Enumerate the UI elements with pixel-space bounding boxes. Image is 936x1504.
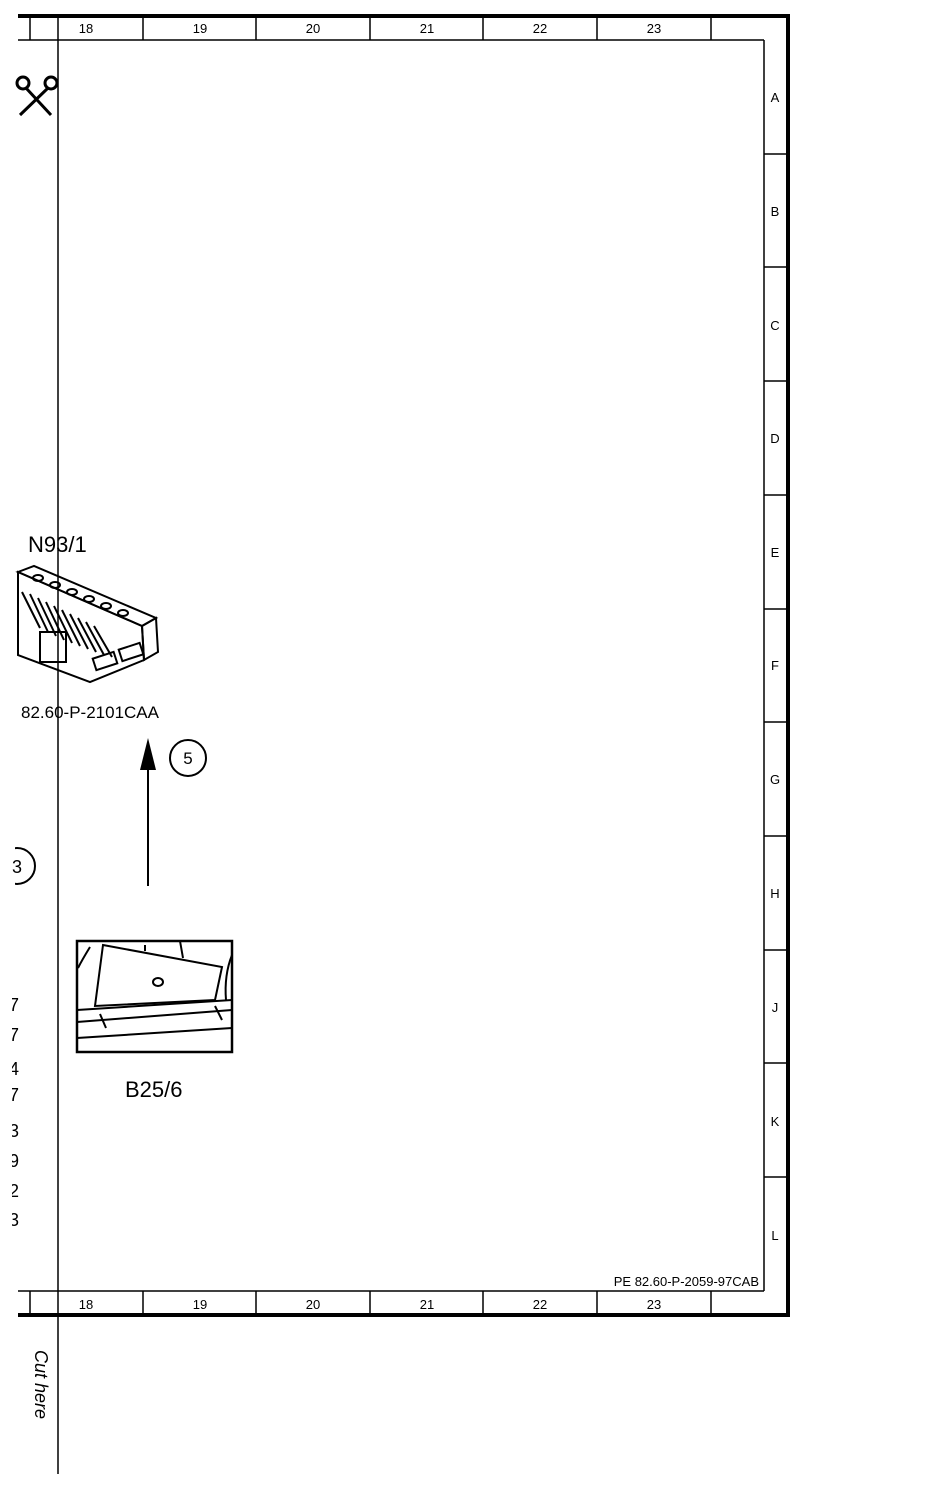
margin-digit: 3: [9, 1210, 19, 1230]
margin-digit: 7: [9, 1025, 19, 1045]
margin-digit: 9: [9, 1151, 19, 1171]
row-label: J: [772, 1000, 779, 1015]
sheet-reference: PE 82.60-P-2059-97CAB: [614, 1274, 759, 1289]
column-label: 22: [533, 21, 547, 36]
column-label: 18: [79, 1297, 93, 1312]
column-labels-bottom: 18 19 20 21 22 23: [79, 1297, 661, 1312]
sensor-image: [75, 939, 234, 1054]
row-label: C: [770, 318, 779, 333]
callout-number: 5: [183, 749, 192, 768]
column-labels-top: 18 19 20 21 22 23: [79, 21, 661, 36]
margin-mask: [0, 990, 12, 1235]
column-label: 22: [533, 1297, 547, 1312]
column-label: 19: [193, 1297, 207, 1312]
row-label: B: [771, 204, 780, 219]
row-label: H: [770, 886, 779, 901]
margin-digit: 7: [9, 1085, 19, 1105]
margin-digit: 4: [9, 1059, 19, 1079]
column-label: 19: [193, 21, 207, 36]
margin-digit: 7: [9, 995, 19, 1015]
row-label: D: [770, 431, 779, 446]
connector-icon: [15, 564, 160, 684]
column-label: 21: [420, 21, 434, 36]
connector-ref: 82.60-P-2101CAA: [21, 703, 160, 722]
row-label: L: [771, 1228, 778, 1243]
row-label: G: [770, 772, 780, 787]
row-label: E: [771, 545, 780, 560]
column-label: 18: [79, 21, 93, 36]
row-labels: A B C D E F G H J K L: [770, 90, 780, 1243]
margin-digit: 2: [9, 1181, 19, 1201]
sensor-label: B25/6: [125, 1077, 183, 1102]
callout-badge: 5: [169, 739, 207, 777]
scissors-icon: [15, 75, 59, 117]
column-label: 20: [306, 1297, 320, 1312]
column-ticks: [29, 16, 712, 1315]
column-label: 23: [647, 21, 661, 36]
row-label: K: [771, 1114, 780, 1129]
up-arrow-icon: [140, 738, 156, 886]
partial-callout-number: 3: [12, 857, 22, 877]
left-margin-digits: 7 7 4 7 3 9 2 3: [9, 995, 19, 1230]
outer-frame: [18, 14, 790, 1317]
margin-digit: 3: [9, 1121, 19, 1141]
column-label: 21: [420, 1297, 434, 1312]
cut-here-label: Cut here: [31, 1350, 51, 1419]
row-ticks: [764, 153, 788, 1178]
column-label: 23: [647, 1297, 661, 1312]
row-label: F: [771, 658, 779, 673]
column-label: 20: [306, 21, 320, 36]
partial-callout-badge: 3: [0, 840, 36, 892]
row-label: A: [771, 90, 780, 105]
connector-label: N93/1: [28, 532, 87, 557]
